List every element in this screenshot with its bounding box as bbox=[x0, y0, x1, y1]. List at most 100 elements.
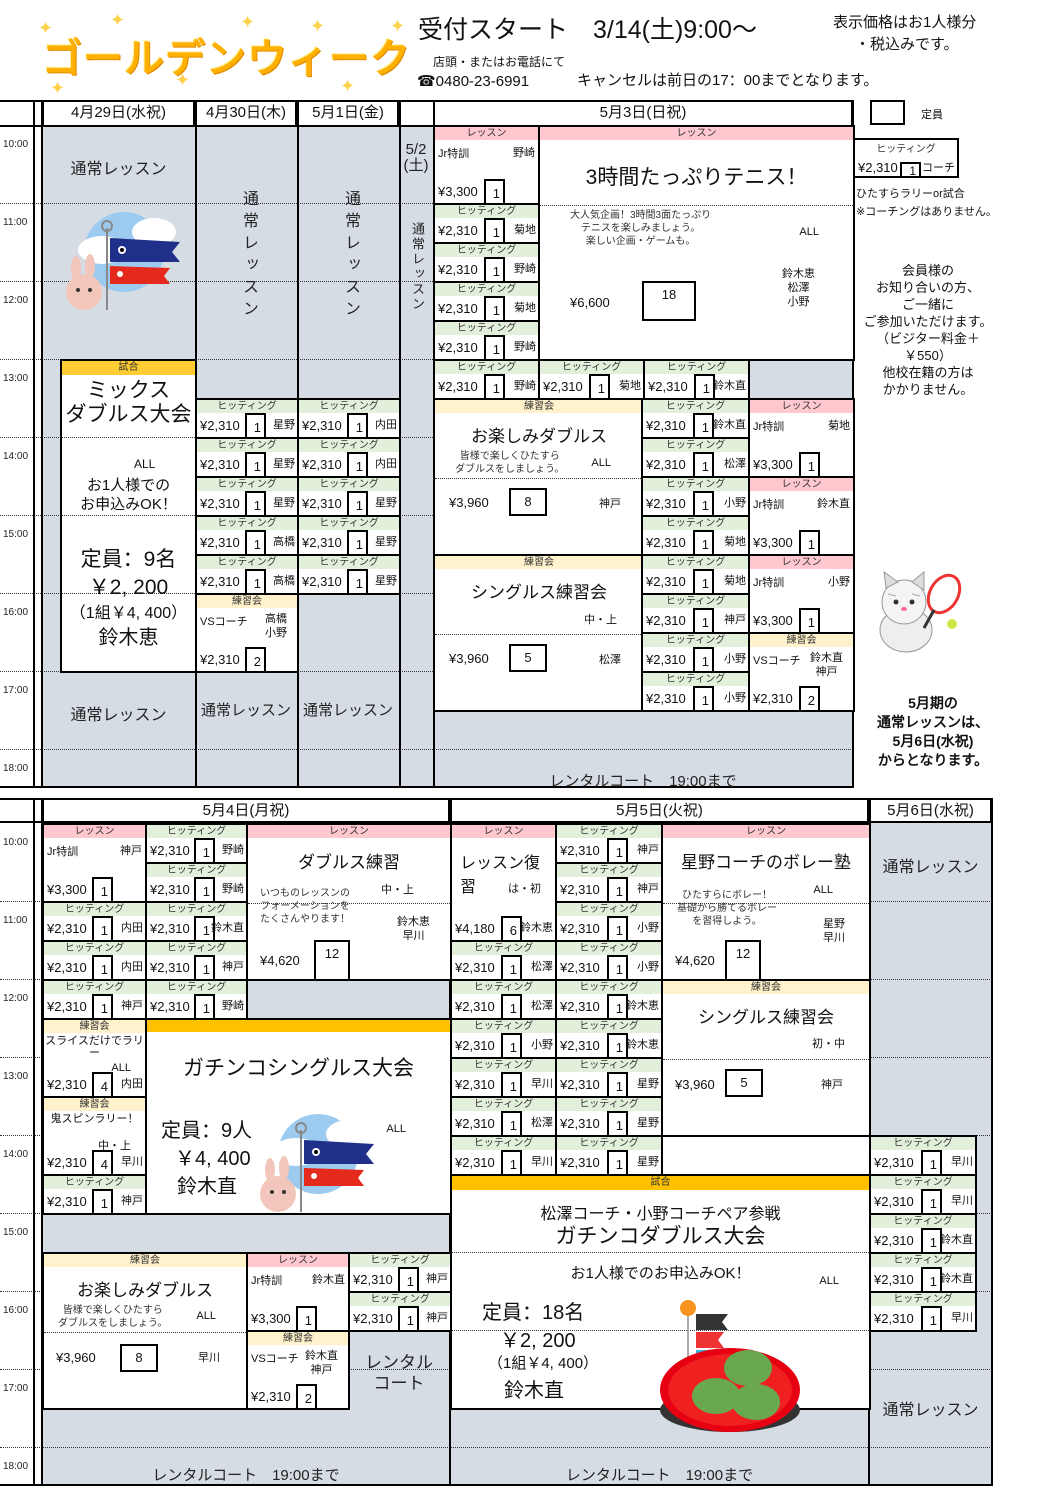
event-coaches: 鈴木恵 松澤 小野 bbox=[782, 268, 815, 308]
regular-lesson-label: 通常レッスン bbox=[410, 222, 425, 312]
table-border bbox=[0, 125, 853, 127]
hitting-price: ¥2,310 bbox=[200, 418, 240, 433]
hour-divider bbox=[663, 903, 869, 904]
cancel-note: キャンセルは前日の17：00までとなります。 bbox=[577, 72, 879, 89]
reception-start: 受付スタート 3/14(土)9:00～ bbox=[418, 16, 757, 44]
event-coaches: 早川 bbox=[198, 1352, 220, 1364]
hitting-coach: 野崎 bbox=[222, 1000, 244, 1012]
lesson-header: レッスン bbox=[750, 478, 853, 491]
tournament-note: お1人様での お申込みOK！ bbox=[80, 477, 177, 513]
hitting-coach: 野崎 bbox=[514, 341, 536, 353]
hitting-header: ヒッティング bbox=[871, 1254, 975, 1267]
hour-divider bbox=[452, 1330, 869, 1331]
lesson-title: Jr特訓 bbox=[251, 1275, 283, 1287]
hitting-header: ヒッティング bbox=[540, 361, 643, 374]
time-label: 14:00 bbox=[3, 451, 29, 462]
hitting-price: ¥2,310 bbox=[438, 301, 478, 316]
hitting-count-box: 1 bbox=[921, 1228, 942, 1254]
hitting-coach: 神戸 bbox=[724, 614, 746, 626]
hitting-coach: 早川 bbox=[531, 1078, 553, 1090]
hitting-legend: ヒッティング ¥2,310 1 コーチ bbox=[853, 138, 959, 178]
hitting-header: ヒッティング bbox=[871, 1137, 975, 1150]
hitting-header: ヒッティング bbox=[643, 439, 748, 452]
tournament-pair-price: （1組￥4, 400） bbox=[69, 605, 188, 622]
hitting-price: ¥2,310 bbox=[455, 960, 495, 975]
hitting-coach: 菊地 bbox=[724, 536, 746, 548]
empty-slot bbox=[661, 1135, 871, 1176]
hour-line bbox=[0, 1447, 992, 1448]
practice-title: VSコーチ bbox=[251, 1353, 299, 1365]
event-description: いつものレッスンの フォーメーションを たくさんやります！ bbox=[260, 888, 350, 925]
hitting-coach: 早川 bbox=[951, 1156, 973, 1168]
hitting-price: ¥2,310 bbox=[150, 921, 190, 936]
hitting-price: ¥2,310 bbox=[302, 457, 342, 472]
hitting-legend-count: 1 bbox=[900, 162, 921, 178]
hitting-note-2: ※コーチングはありません。 bbox=[856, 206, 997, 218]
hitting-coach: 鈴木直 bbox=[211, 922, 244, 934]
hitting-coach: 神戸 bbox=[426, 1273, 448, 1285]
hitting-coach: 星野 bbox=[273, 419, 295, 431]
kashiwamochi-illustration bbox=[658, 1298, 828, 1443]
sparkle-icon: ✦ bbox=[50, 78, 66, 98]
hitting-coach: 神戸 bbox=[222, 961, 244, 973]
time-label: 16:00 bbox=[3, 1305, 29, 1316]
reception-via: 店頭・またはお電話にて bbox=[433, 55, 566, 69]
hitting-header: ヒッティング bbox=[147, 864, 246, 877]
sparkles-decoration: ✦✦✦✦✦✦✦✦ bbox=[30, 8, 410, 98]
day-header: 5月3日(日祝) bbox=[433, 100, 853, 127]
guest-note: 会員様の お知り合いの方、 ご一緒に ご参加いただけます。 （ビジター料金＋ ￥… bbox=[863, 263, 993, 397]
hitting-count-box: 1 bbox=[501, 955, 522, 981]
hitting-coach: 小野 bbox=[531, 1039, 553, 1051]
hitting-coach: 内田 bbox=[375, 458, 397, 470]
event-header: レッスン bbox=[248, 825, 450, 838]
cat-tennis-illustration bbox=[866, 568, 986, 668]
hitting-count-box: 1 bbox=[694, 374, 715, 400]
hour-divider bbox=[452, 1252, 869, 1253]
hitting-header: ヒッティング bbox=[299, 478, 399, 491]
lesson-header: レッスン bbox=[435, 127, 538, 140]
hitting-price: ¥2,310 bbox=[353, 1272, 393, 1287]
day-header: 4月30日(木) bbox=[195, 100, 297, 127]
hitting-price: ¥2,310 bbox=[455, 1155, 495, 1170]
hitting-price: ¥2,310 bbox=[560, 960, 600, 975]
hitting-count-box: 1 bbox=[92, 1189, 113, 1215]
hitting-header: ヒッティング bbox=[435, 283, 538, 296]
hitting-price: ¥2,310 bbox=[302, 574, 342, 589]
event-level: ALL bbox=[196, 1310, 216, 1322]
hitting-price: ¥2,310 bbox=[455, 999, 495, 1014]
hitting-price: ¥2,310 bbox=[560, 1116, 600, 1131]
practice-header: 練習会 bbox=[44, 1020, 145, 1033]
hitting-coach: 鈴木直 bbox=[713, 419, 746, 431]
time-label: 18:00 bbox=[3, 763, 29, 774]
lesson-price: ¥3,300 bbox=[438, 184, 478, 199]
hitting-price: ¥2,310 bbox=[302, 418, 342, 433]
hitting-legend-label: ヒッティング bbox=[855, 143, 957, 156]
hitting-count-box: 1 bbox=[693, 647, 714, 673]
practice-level: ALL bbox=[111, 1062, 131, 1074]
hitting-count-box: 1 bbox=[607, 1111, 628, 1137]
tournament-level: ALL bbox=[819, 1275, 839, 1287]
hitting-header: ヒッティング bbox=[299, 556, 399, 569]
hitting-count-box: 1 bbox=[194, 955, 215, 981]
hitting-price: ¥2,310 bbox=[648, 379, 688, 394]
tournament-title: ガチンコシングルス大会 bbox=[183, 1057, 414, 1080]
event-header: 練習会 bbox=[44, 1254, 246, 1267]
lesson-coach: 鈴木直 bbox=[312, 1274, 345, 1286]
hitting-header: ヒッティング bbox=[299, 517, 399, 530]
koinobori-rabbit-illustration bbox=[62, 210, 192, 325]
hitting-header: ヒッティング bbox=[147, 825, 246, 838]
hitting-coach: 小野 bbox=[637, 961, 659, 973]
hitting-count-box: 1 bbox=[194, 877, 215, 903]
hitting-coach: 高橋 bbox=[273, 536, 295, 548]
hitting-price: ¥2,310 bbox=[646, 691, 686, 706]
hitting-coach: 早川 bbox=[951, 1195, 973, 1207]
